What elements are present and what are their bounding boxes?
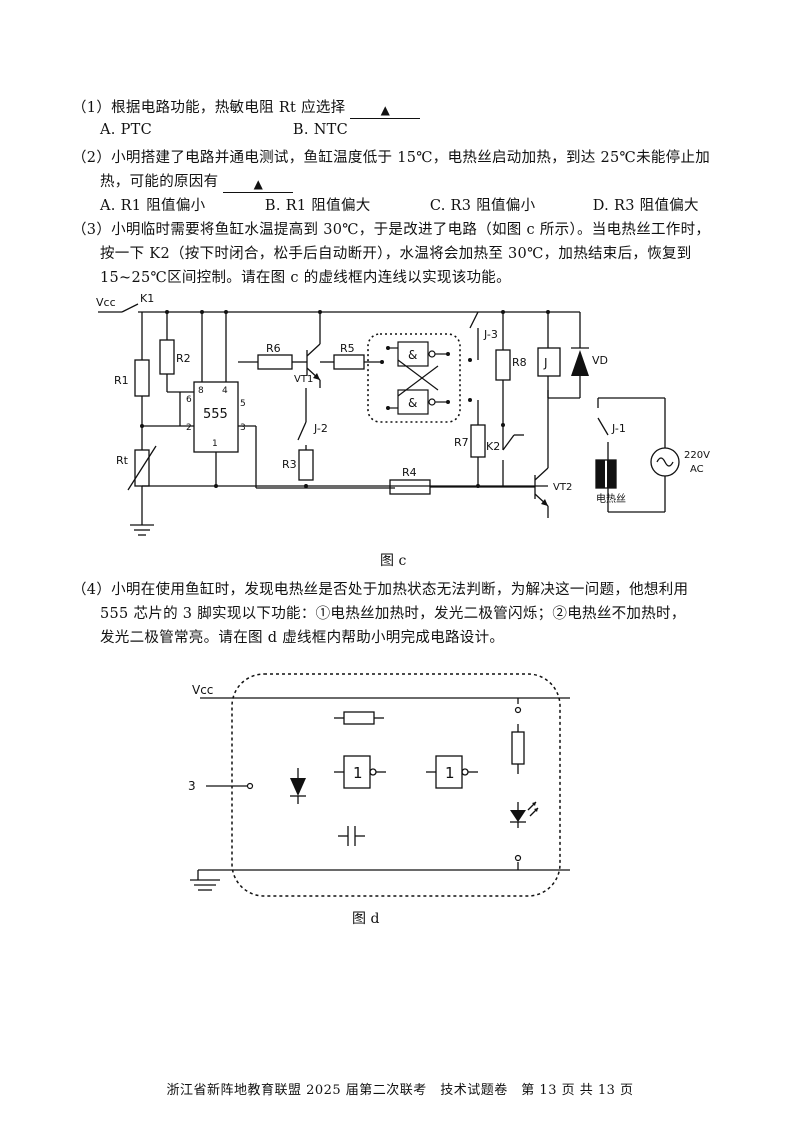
pin-8: 8 (198, 386, 204, 396)
gate-and-2: & (408, 396, 417, 410)
label-j3: J-3 (483, 328, 498, 341)
q2-line2: 热，可能的原因有 ▲ (100, 170, 294, 193)
pin-2: 2 (186, 423, 192, 433)
circuit-figure-c: Vcc K1 R1 R2 Rt 555 8 4 6 5 2 3 1 R6 VT1… (96, 292, 710, 536)
pin-1: 1 (212, 439, 218, 449)
q2-option-d: D. R3 阻值偏大 (592, 198, 699, 214)
label-vcc-d: Vcc (192, 683, 213, 697)
label-220v: 220V (684, 450, 710, 461)
label-vt1: VT1 (294, 374, 313, 385)
label-k1: K1 (140, 292, 154, 305)
q1-option-b: B. NTC (292, 122, 349, 138)
pin-4: 4 (222, 386, 228, 396)
q2-blank-marker: ▲ (253, 177, 264, 191)
label-heater: 电热丝 (596, 492, 626, 505)
q3-line1: （3）小明临时需要将鱼缸水温提高到 30℃，于是改进了电路（如图 c 所示）。当… (72, 222, 711, 238)
q1-option-a: A. PTC (100, 122, 153, 138)
q4-line1: （4）小明在使用鱼缸时，发现电热丝是否处于加热状态无法判断，为解决这一问题，他想… (72, 582, 689, 598)
gate-not-1: 1 (353, 764, 363, 782)
label-k2: K2 (486, 440, 500, 453)
label-j2: J-2 (313, 422, 328, 435)
label-r6: R6 (266, 342, 281, 355)
label-r4: R4 (402, 466, 417, 479)
label-j1: J-1 (611, 422, 626, 435)
figure-d-caption: 图 d (352, 911, 380, 927)
q2-option-b: B. R1 阻值偏大 (264, 198, 371, 214)
label-ac: AC (690, 464, 704, 475)
q1-answer-blank[interactable]: ▲ (350, 103, 421, 119)
label-r3: R3 (282, 458, 297, 471)
circuit-figure-d: Vcc 3 1 1 (188, 673, 570, 897)
label-r7: R7 (454, 436, 469, 449)
figure-c-caption: 图 c (380, 553, 407, 569)
label-pin3-d: 3 (188, 779, 196, 793)
q3-line2: 按一下 K2（按下时闭合，松手后自动断开），水温将会加热至 30℃，加热结束后，… (100, 246, 692, 262)
pin-6: 6 (186, 395, 192, 405)
q2-options: A. R1 阻值偏小 B. R1 阻值偏大 C. R3 阻值偏小 D. R3 阻… (100, 194, 699, 215)
pin-3: 3 (240, 423, 246, 433)
q2-option-c: C. R3 阻值偏小 (429, 198, 536, 214)
q2-line1: （2）小明搭建了电路并通电测试，鱼缸温度低于 15℃，电热丝启动加热，到达 25… (72, 150, 711, 166)
q1-stem: （1）根据电路功能，热敏电阻 Rt 应选择 (72, 100, 346, 116)
label-555: 555 (203, 407, 228, 422)
q1-blank-marker: ▲ (380, 103, 391, 117)
label-r5: R5 (340, 342, 355, 355)
label-vt2: VT2 (553, 482, 572, 493)
q1-options: A. PTC B. NTC (100, 122, 348, 138)
pin-5: 5 (240, 399, 246, 409)
q2-answer-blank[interactable]: ▲ (223, 177, 294, 193)
q3-line3: 15~25℃区间控制。请在图 c 的虚线框内连线以实现该功能。 (100, 270, 511, 286)
label-rt: Rt (116, 454, 129, 467)
label-vcc: Vcc (96, 296, 116, 309)
gate-not-2: 1 (445, 764, 455, 782)
label-r1: R1 (114, 374, 129, 387)
label-j: J (543, 356, 548, 370)
label-r8: R8 (512, 356, 527, 369)
q1-line: （1）根据电路功能，热敏电阻 Rt 应选择 ▲ (72, 96, 421, 119)
page-footer: 浙江省新阵地教育联盟 2025 届第二次联考 技术试题卷 第 13 页 共 13… (166, 1083, 634, 1098)
gate-and-1: & (408, 348, 417, 362)
label-r2: R2 (176, 352, 191, 365)
q4-line3: 发光二极管常亮。请在图 d 虚线框内帮助小明完成电路设计。 (100, 630, 505, 646)
q4-line2: 555 芯片的 3 脚实现以下功能：①电热丝加热时，发光二极管闪烁；②电热丝不加… (100, 606, 686, 622)
q2-option-a: A. R1 阻值偏小 (100, 198, 206, 214)
q2-stem: 热，可能的原因有 (100, 174, 219, 190)
label-vd: VD (592, 354, 608, 367)
